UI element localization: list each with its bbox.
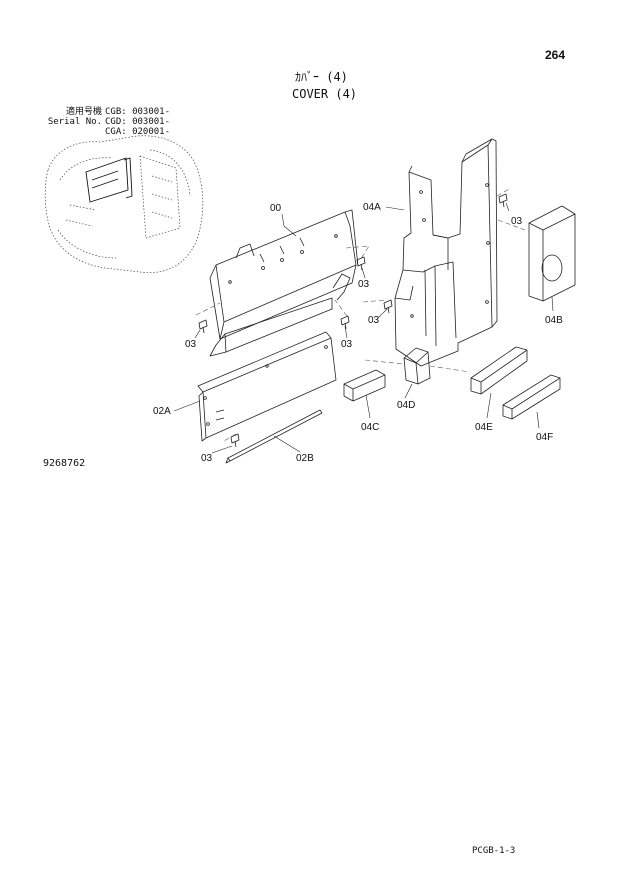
drawing-number: 9268762 — [43, 458, 86, 469]
bolts-03 — [198, 193, 508, 448]
page-code: PCGB-1-3 — [472, 846, 516, 856]
overview-highlighted-cover — [85, 157, 133, 203]
serial-label: 適用号機 — [65, 107, 102, 117]
bolt — [340, 315, 350, 330]
title-japanese: ｶﾊﾞｰ (4) — [295, 70, 348, 84]
plate-02A — [197, 331, 337, 442]
serial-code: CGA: 020001- — [105, 127, 171, 137]
callout-00: 00 — [270, 203, 282, 214]
foam-block-04E — [470, 346, 528, 395]
serial-row: CGA: 020001- — [36, 127, 186, 137]
foam-block-04B — [528, 205, 576, 302]
cover-panel-00 — [209, 209, 359, 357]
callout-04F: 04F — [536, 432, 553, 443]
foam-block-04C — [343, 369, 386, 402]
serial-code: CGB: 003001- — [105, 107, 171, 117]
bolt — [230, 433, 240, 448]
callout-02A: 02A — [153, 406, 171, 417]
title-english: COVER (4) — [292, 87, 358, 101]
bolt — [356, 256, 366, 271]
callout-03: 03 — [201, 453, 213, 464]
callout-04A: 04A — [363, 202, 381, 213]
serial-applicability: 適用号機 CGB: 003001- Serial No. CGD: 003001… — [36, 107, 186, 137]
serial-row: Serial No. CGD: 003001- — [36, 117, 186, 127]
page-number: 264 — [545, 48, 566, 62]
machine-overview-sketch — [44, 135, 204, 274]
callout-04D: 04D — [397, 400, 415, 411]
serial-label: Serial No. — [47, 117, 102, 127]
bolt — [383, 299, 393, 314]
seal-strip-02B — [225, 409, 323, 464]
callout-03: 03 — [341, 339, 353, 350]
callout-03: 03 — [358, 279, 370, 290]
leader-lines — [173, 202, 554, 454]
foam-block-04D — [403, 347, 431, 385]
callout-03: 03 — [368, 315, 380, 326]
foam-block-04F — [502, 374, 561, 420]
alignment-lines — [195, 187, 526, 443]
callout-03: 03 — [511, 216, 523, 227]
bolt — [498, 193, 508, 208]
callout-04E: 04E — [475, 422, 493, 433]
bolt — [198, 319, 208, 334]
callout-03: 03 — [185, 339, 197, 350]
serial-code: CGD: 003001- — [105, 117, 171, 127]
callout-04B: 04B — [545, 315, 563, 326]
vertical-cover-04A — [394, 138, 498, 367]
serial-row: 適用号機 CGB: 003001- — [36, 107, 186, 117]
callout-02B: 02B — [296, 453, 314, 464]
callout-04C: 04C — [361, 422, 379, 433]
callout-labels: 00 04A 03 03 04B 03 03 03 02A 03 02B 04D… — [153, 202, 563, 464]
